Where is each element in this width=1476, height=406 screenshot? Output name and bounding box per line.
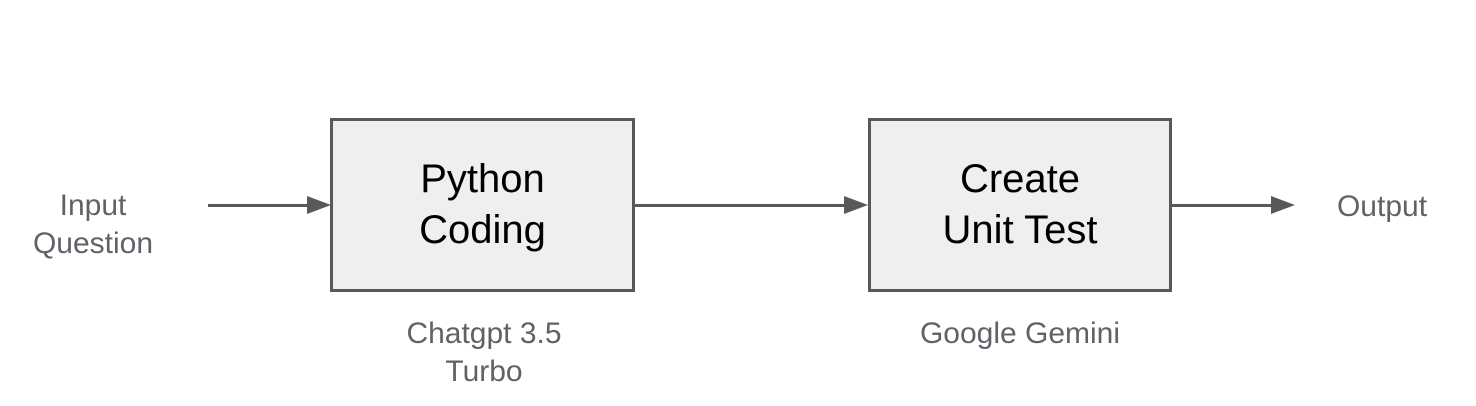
arrow-line [1172,204,1272,207]
gemini-caption-line1: Google Gemini [919,317,1121,350]
gemini-node-caption: Google Gemini [870,315,1170,353]
python-caption-line2: Turbo [445,355,523,388]
python-node-line2: Coding [419,208,546,252]
input-label-line1: Input [59,189,127,222]
arrow-head-icon [844,196,868,214]
create-unit-test-node: Create Unit Test [868,118,1172,292]
python-node-line1: Python [420,157,545,201]
gemini-node-line2: Unit Test [942,208,1098,252]
arrow-line [635,204,846,207]
python-node-caption: Chatgpt 3.5 Turbo [334,315,634,391]
input-label-line2: Question [32,227,154,260]
gemini-node-line1: Create [959,157,1081,201]
arrow-head-icon [307,196,331,214]
arrow-line [208,204,308,207]
arrow-head-icon [1271,196,1295,214]
input-question-label: Input Question [0,187,186,263]
output-label: Output [1336,190,1428,223]
python-caption-line1: Chatgpt 3.5 [406,317,562,350]
python-coding-node: Python Coding [330,118,635,292]
